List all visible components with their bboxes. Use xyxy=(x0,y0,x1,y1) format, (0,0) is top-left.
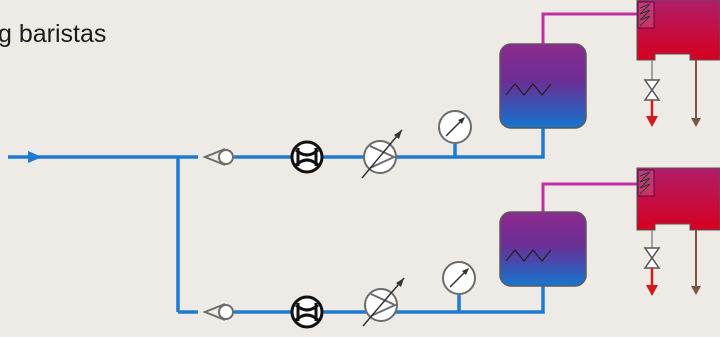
inlet-arrow-icon xyxy=(28,151,42,163)
lower-variable-pump-icon xyxy=(362,277,405,327)
lower-outlet-arrow-icon xyxy=(646,285,658,296)
lower-steam-line xyxy=(541,182,642,212)
lower-drain-arrow-icon xyxy=(691,286,701,295)
upper-group-head xyxy=(636,0,720,61)
upper-check-valve-icon xyxy=(198,145,234,169)
lower-flow-meter-icon xyxy=(290,295,324,329)
title-fragment: g baristas xyxy=(0,20,107,48)
lower-pressure-gauge-icon xyxy=(442,261,476,295)
upper-drain-arrow-icon xyxy=(691,118,701,127)
upper-steam-line xyxy=(541,12,642,44)
upper-boiler xyxy=(499,43,587,129)
upper-outlet-arrow-icon xyxy=(646,116,658,127)
upper-valve-icon xyxy=(643,79,661,101)
upper-pressure-gauge-icon xyxy=(438,110,472,144)
lower-boiler xyxy=(499,211,587,287)
upper-flow-meter-icon xyxy=(290,140,324,174)
lower-valve-icon xyxy=(643,247,661,269)
upper-heating-element-icon xyxy=(505,83,552,96)
lower-check-valve-icon xyxy=(198,300,234,324)
upper-variable-pump-icon xyxy=(361,129,403,179)
lower-heating-element-icon xyxy=(505,249,552,262)
lower-group-head xyxy=(636,167,720,231)
steam-pipes xyxy=(541,12,642,212)
